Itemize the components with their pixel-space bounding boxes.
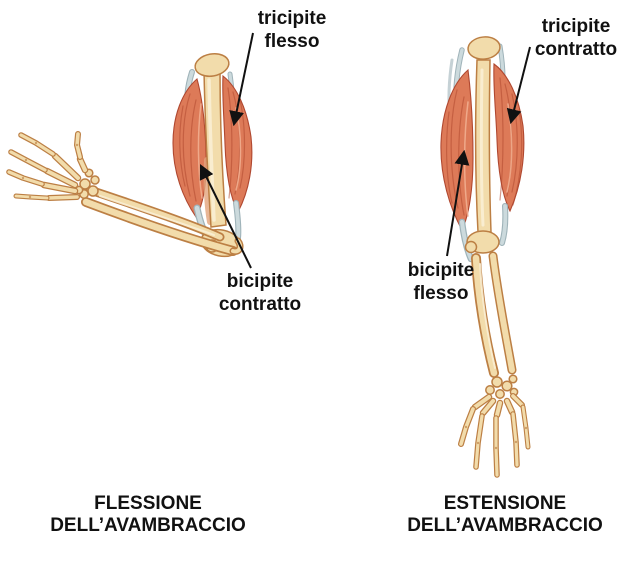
leader-arrow-biceps-flexed — [446, 149, 470, 257]
biceps-muscle-relaxed — [440, 68, 475, 263]
forearm-bones — [471, 251, 517, 378]
hand-bones — [6, 131, 100, 201]
caption-extension-panel: ESTENSIONE DELL’AVAMBRACCIO — [407, 493, 603, 537]
label-biceps-flexed: bicipite flesso — [407, 260, 475, 304]
extended-arm-illustration — [440, 36, 531, 478]
label-triceps-flexed: tricipite flesso — [257, 8, 327, 52]
label-biceps-contracted: bicipite contratto — [218, 271, 302, 315]
label-triceps-contracted: tricipite contratto — [534, 16, 618, 60]
leader-arrow-triceps-contracted — [506, 46, 531, 125]
humerus-bone — [464, 36, 501, 254]
leader-arrow-biceps-contracted — [199, 163, 252, 269]
hand-bones — [458, 374, 531, 478]
forearm-bones — [81, 185, 244, 256]
caption-flexion-panel: FLESSIONE DELL’AVAMBRACCIO — [50, 493, 246, 537]
triceps-muscle-relaxed — [222, 74, 253, 241]
leader-arrow-triceps-flexed — [229, 32, 254, 127]
flexed-arm-illustration — [6, 32, 254, 269]
